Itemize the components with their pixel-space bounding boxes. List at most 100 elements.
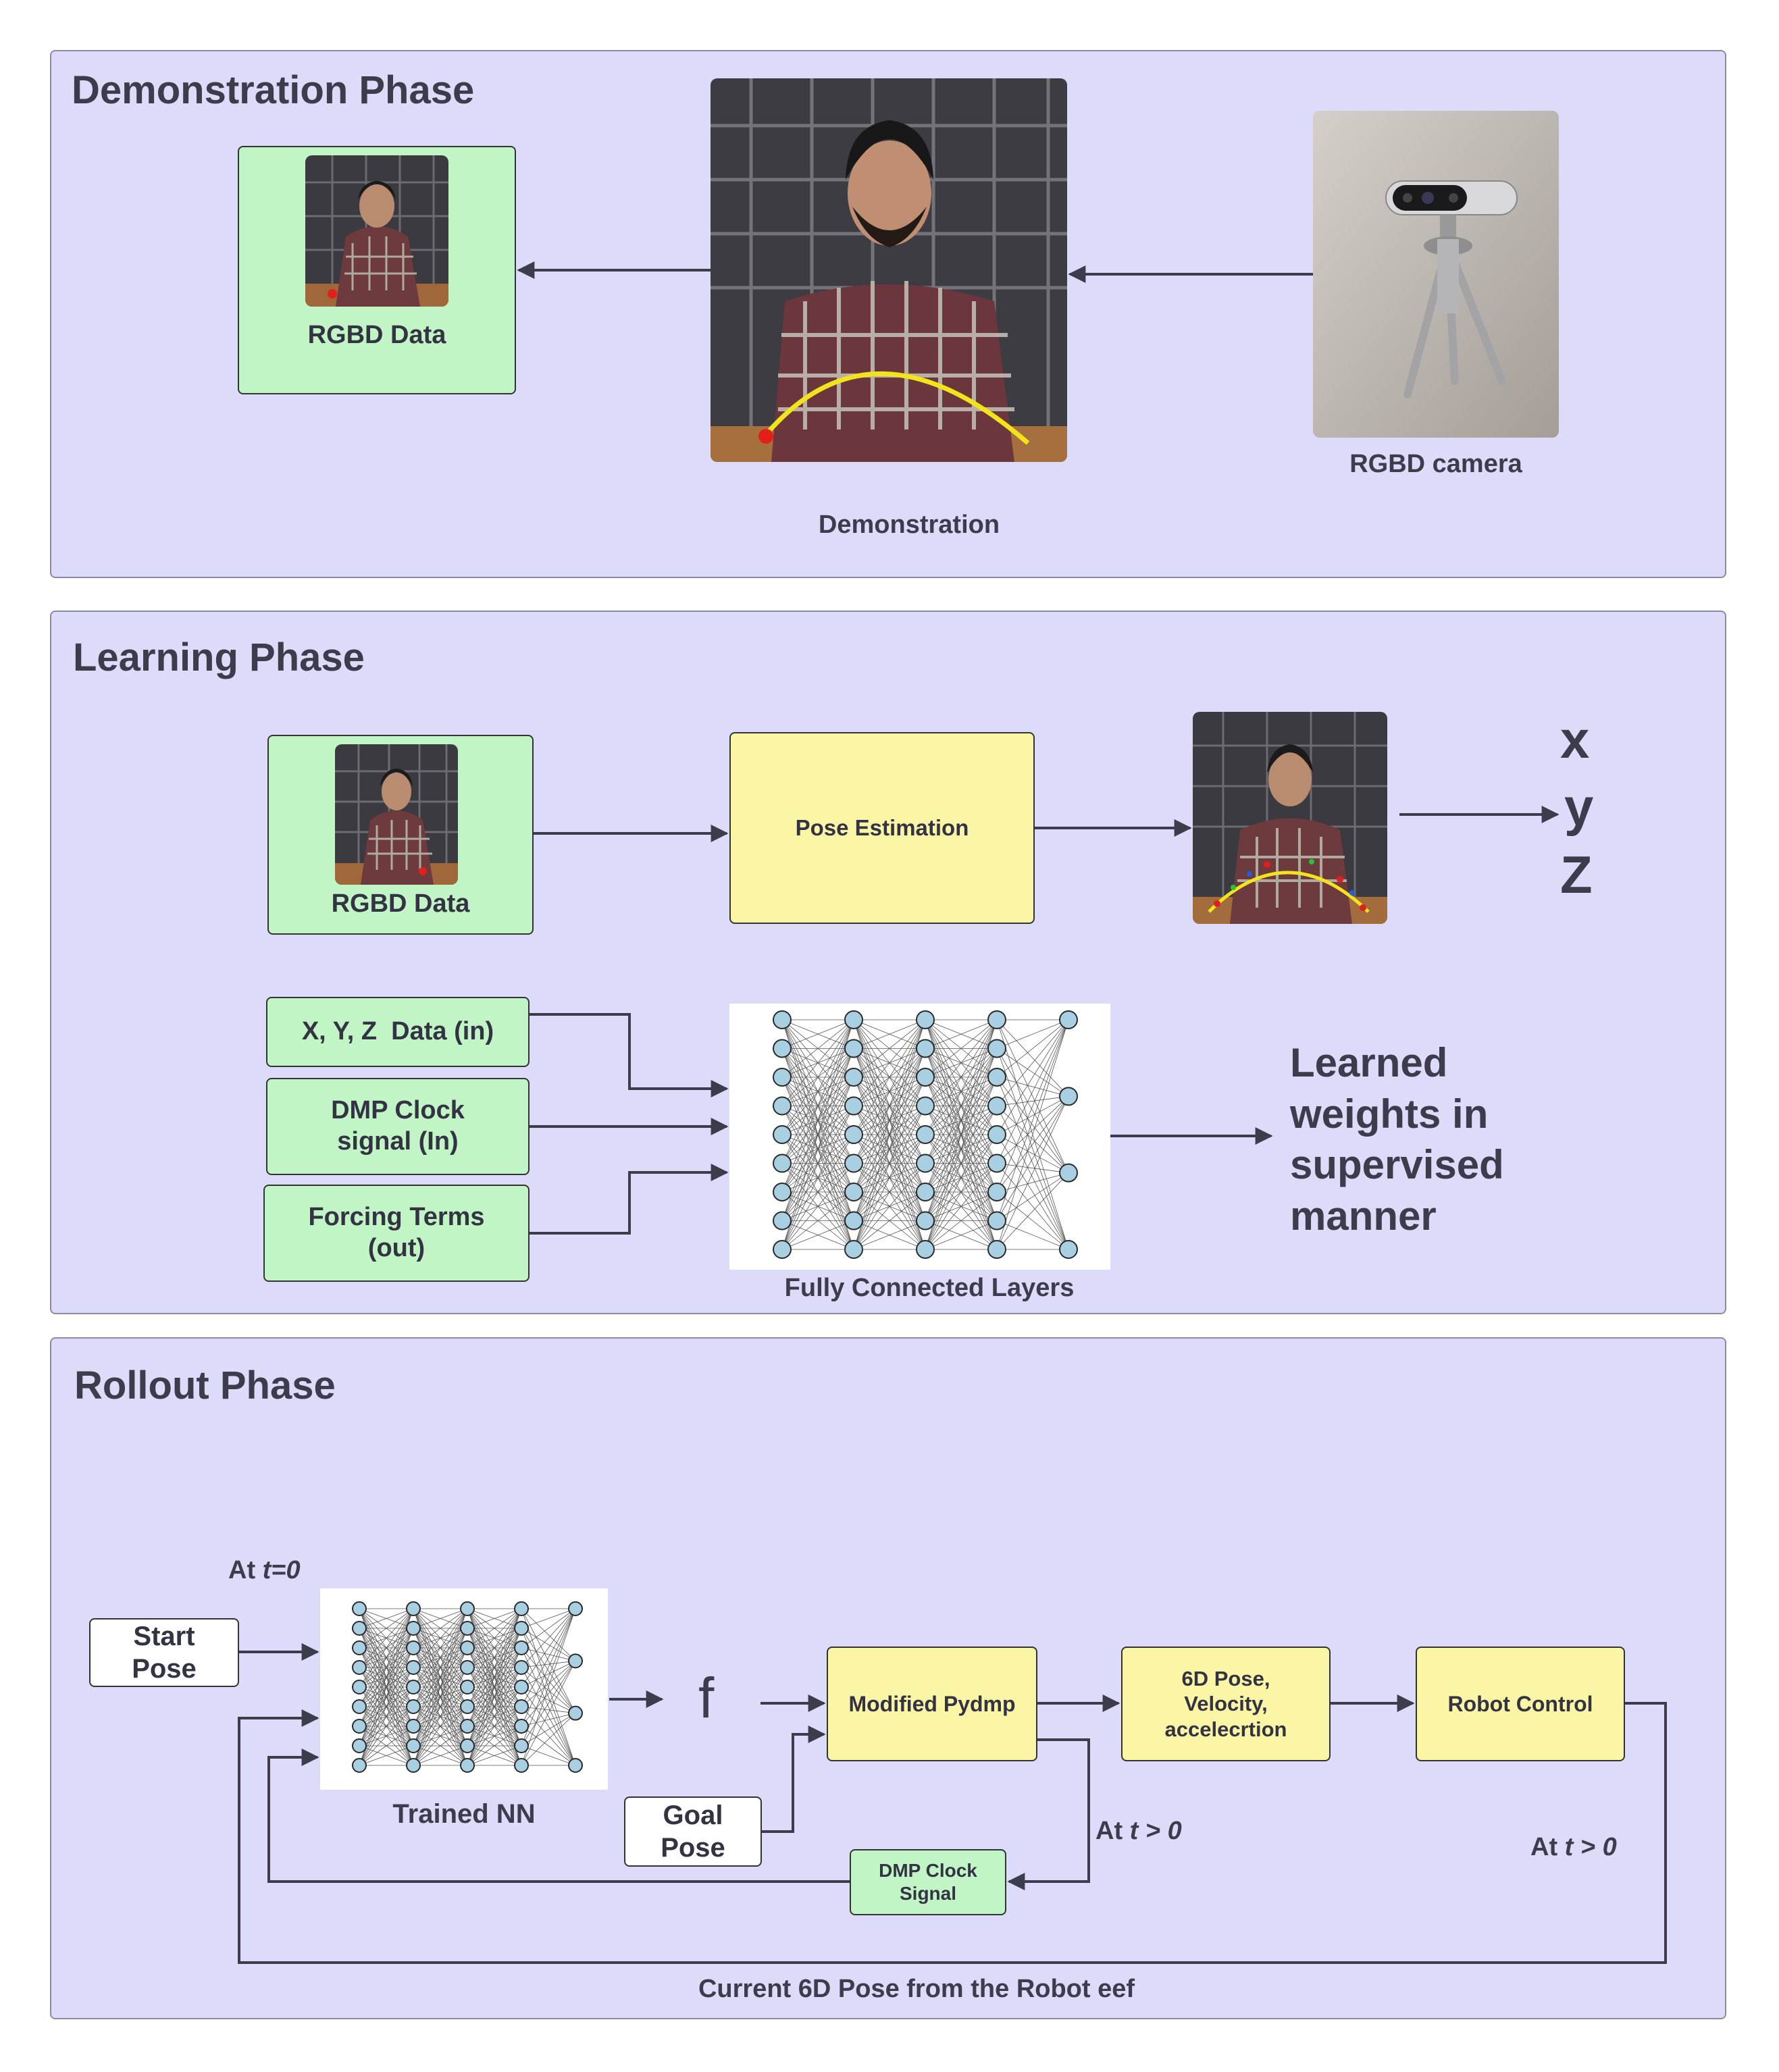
nn-connection	[359, 1608, 414, 1649]
nn-connection	[521, 1726, 576, 1766]
nn-connection	[413, 1608, 468, 1629]
nn-connection	[413, 1608, 468, 1688]
goal-pose-label: Goal Pose	[661, 1801, 725, 1863]
nn-connection	[853, 1019, 926, 1193]
arrow-goal-to-pydmp	[762, 1726, 826, 1833]
nn-connection	[996, 1019, 1069, 1049]
nn-connection	[996, 1134, 1069, 1174]
nn-neuron	[987, 1240, 1006, 1259]
at-t0-var: t=0	[262, 1556, 301, 1584]
nn-connection	[521, 1661, 576, 1707]
nn-connection	[413, 1686, 468, 1766]
nn-connection	[996, 1096, 1069, 1193]
nn-connection	[521, 1647, 576, 1661]
nn-connection	[853, 1191, 926, 1250]
at-tgt0-prefix-1: At	[1095, 1817, 1130, 1845]
nn-connection	[781, 1191, 854, 1250]
nn-connection	[521, 1745, 576, 1766]
nn-connection	[996, 1019, 1069, 1173]
nn-connection	[996, 1019, 1069, 1097]
nn-connection	[781, 1220, 854, 1250]
f-label: f	[698, 1666, 715, 1730]
nn-neuron	[460, 1719, 475, 1734]
nn-neuron	[987, 1068, 1006, 1087]
at-tgt0-label-2: At t > 0	[1530, 1833, 1617, 1862]
nn-connection	[521, 1667, 576, 1766]
nn-connection	[996, 1096, 1069, 1164]
nn-neuron	[568, 1758, 583, 1773]
nn-connection	[467, 1647, 522, 1766]
nn-neuron	[406, 1758, 421, 1773]
nn-connection	[996, 1019, 1069, 1106]
nn-connection	[781, 1019, 854, 1250]
nn-connection	[853, 1019, 926, 1250]
nn-connection	[467, 1608, 522, 1746]
nn-neuron	[916, 1068, 935, 1087]
nn-connection	[781, 1019, 854, 1078]
dmp-clock-input-box: DMP Clock signal (In)	[266, 1078, 530, 1175]
arrow-robot-feedback	[238, 1702, 1667, 1964]
nn-connection	[996, 1095, 1069, 1106]
nn-connection	[521, 1628, 576, 1713]
nn-connection	[467, 1608, 522, 1688]
nn-connection	[467, 1608, 522, 1727]
arrow-clock-to-nn	[267, 1749, 850, 1883]
nn-connection	[996, 1172, 1069, 1250]
learn-rgbd-data-label: RGBD Data	[331, 889, 470, 918]
at-tgt0-var-2: t > 0	[1564, 1833, 1617, 1861]
nn-connection	[521, 1608, 576, 1727]
nn-neuron	[1059, 1010, 1078, 1029]
nn-connection	[781, 1019, 854, 1049]
nn-connection	[853, 1106, 926, 1250]
arrow-xyz-to-nn	[530, 1013, 729, 1097]
fully-connected-network	[729, 1004, 1110, 1270]
learning-phase-title: Learning Phase	[73, 636, 365, 679]
nn-connection	[521, 1608, 576, 1707]
nn-connection	[413, 1628, 468, 1766]
rgbd-camera-photo	[1313, 111, 1559, 438]
nn-connection	[925, 1019, 998, 1221]
trained-nn-label: Trained NN	[392, 1799, 536, 1829]
nn-connection	[996, 1019, 1069, 1164]
nn-connection	[467, 1745, 522, 1766]
nn-neuron	[987, 1211, 1006, 1231]
nn-neuron	[773, 1211, 792, 1231]
nn-neuron	[844, 1039, 863, 1058]
at-tgt0-var-1: t > 0	[1129, 1817, 1182, 1845]
nn-connection	[359, 1608, 414, 1727]
nn-neuron	[352, 1640, 367, 1655]
nn-neuron	[987, 1125, 1006, 1144]
pose-6d-box: 6D Pose, Velocity, accelecrtion	[1121, 1647, 1331, 1761]
nn-connection	[996, 1163, 1069, 1250]
nn-neuron	[916, 1240, 935, 1259]
nn-connection	[359, 1745, 414, 1766]
nn-connection	[521, 1608, 576, 1746]
robot-control-box: Robot Control	[1416, 1647, 1625, 1761]
nn-neuron	[352, 1621, 367, 1636]
nn-connection	[521, 1660, 576, 1668]
pose-estimation-box: Pose Estimation	[729, 732, 1035, 924]
nn-connection	[521, 1608, 576, 1688]
nn-connection	[359, 1686, 414, 1766]
nn-connection	[996, 1048, 1069, 1250]
nn-neuron	[514, 1719, 529, 1734]
nn-connection	[996, 1048, 1069, 1097]
dmp-clock-signal-label: DMP Clock Signal	[879, 1860, 977, 1904]
nn-connection	[925, 1077, 998, 1250]
nn-connection	[521, 1608, 576, 1661]
nn-connection	[521, 1713, 576, 1727]
nn-neuron	[460, 1640, 475, 1655]
nn-connection	[521, 1608, 576, 1649]
nn-neuron	[406, 1699, 421, 1714]
nn-neuron	[916, 1125, 935, 1144]
nn-neuron	[916, 1010, 935, 1029]
nn-neuron	[844, 1154, 863, 1173]
nn-connection	[359, 1608, 414, 1766]
forcing-terms-box: Forcing Terms (out)	[263, 1185, 530, 1282]
nn-connection	[996, 1096, 1069, 1250]
nn-neuron	[987, 1183, 1006, 1201]
nn-connection	[781, 1019, 854, 1135]
nn-neuron	[514, 1601, 529, 1616]
pose-estimation-output-photo	[1193, 712, 1387, 924]
nn-connection	[925, 1220, 998, 1250]
